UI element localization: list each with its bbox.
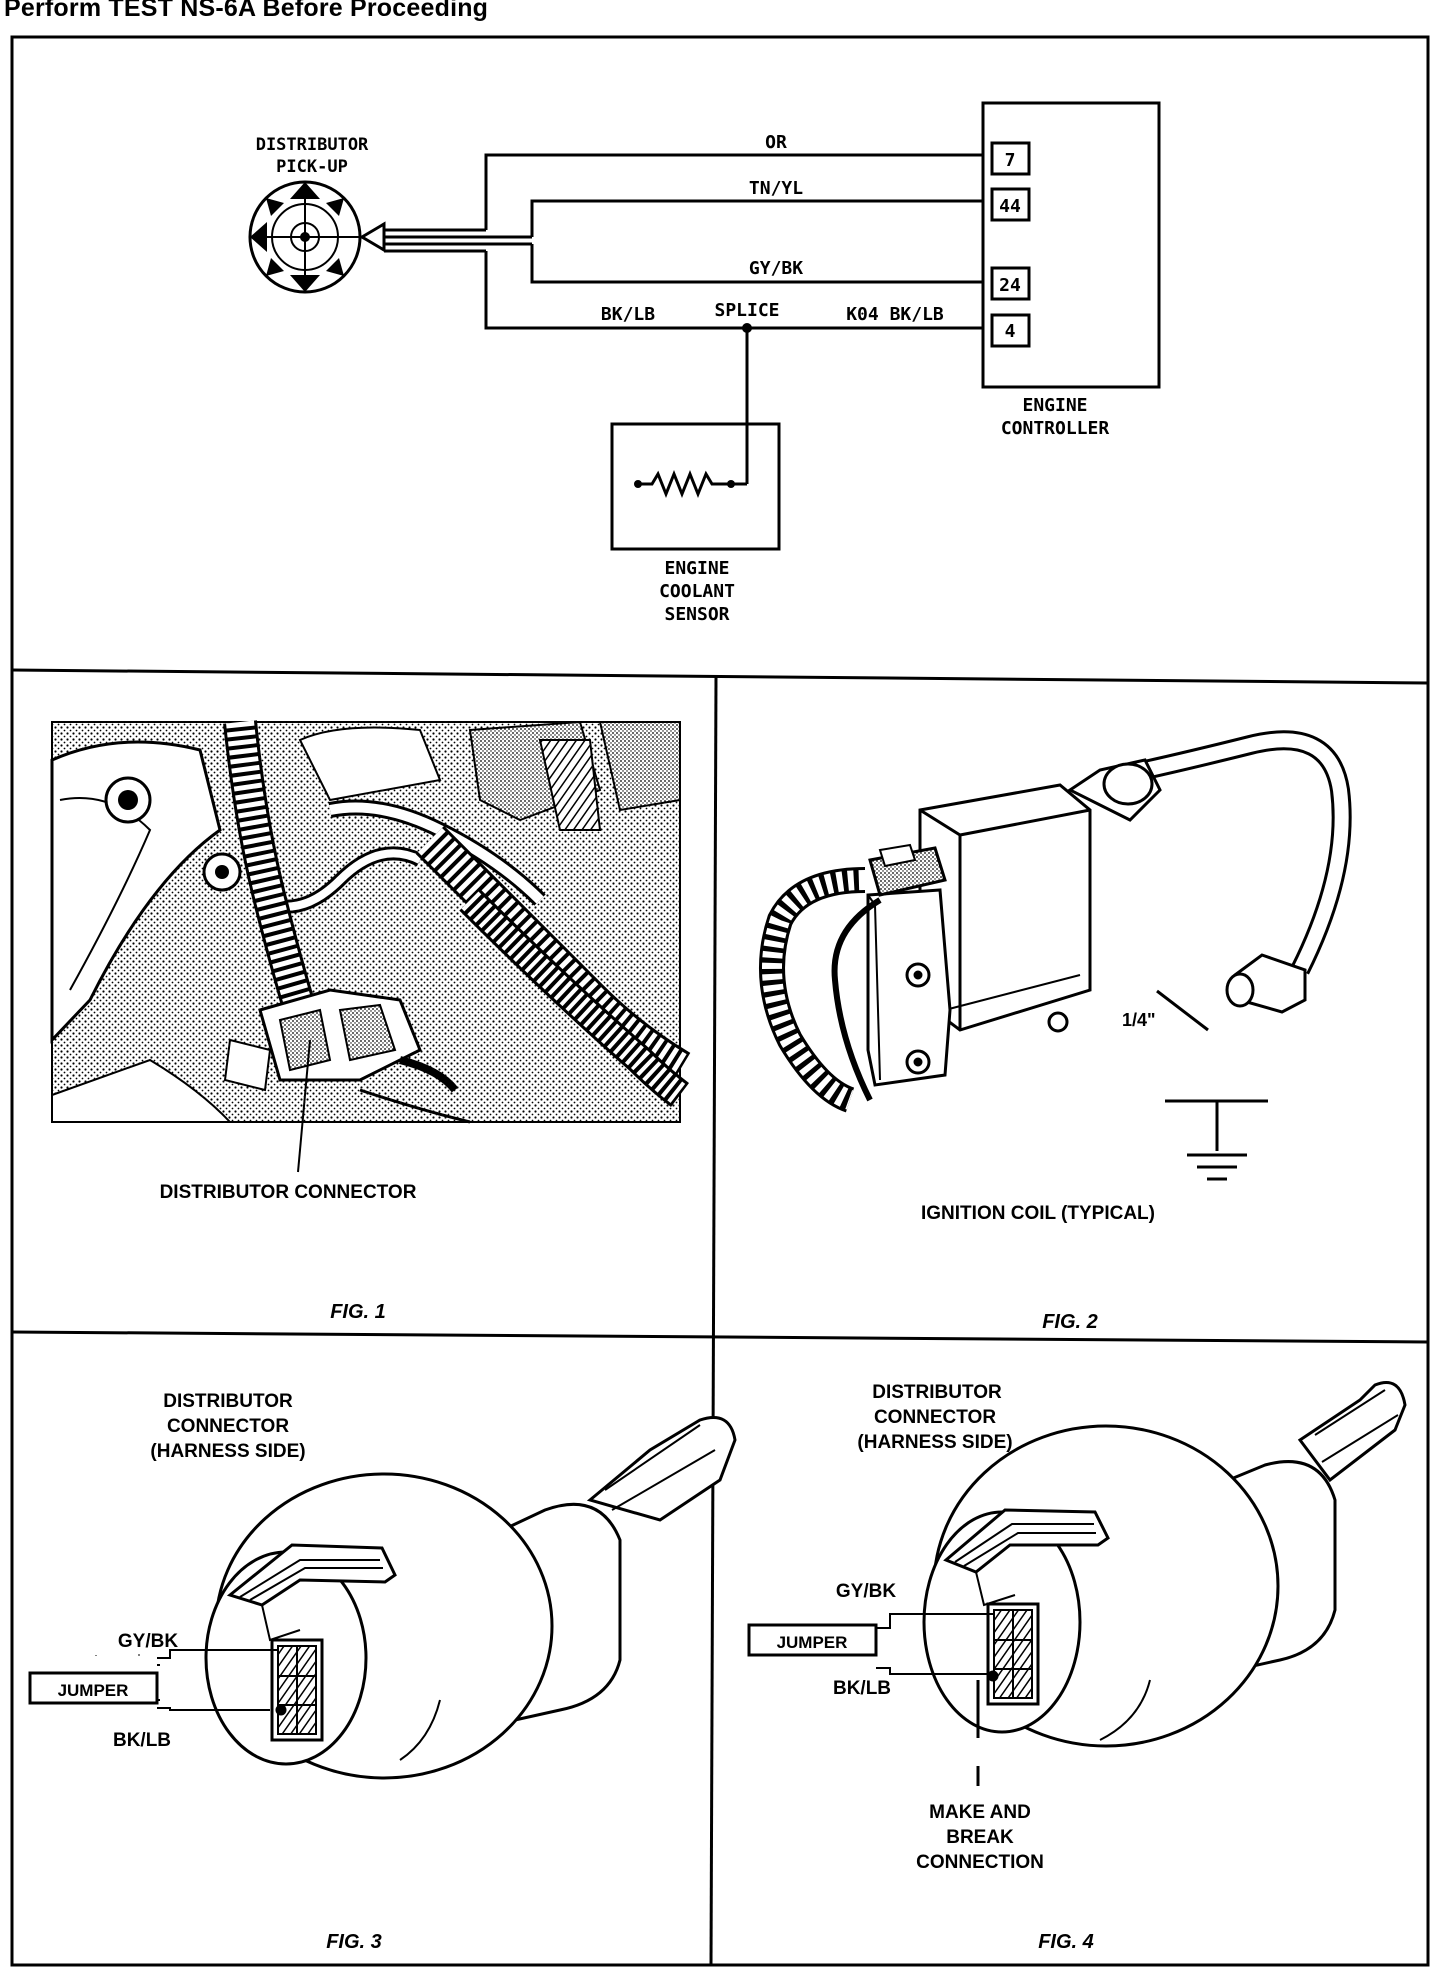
fig3-label-line2: CONNECTOR [167, 1416, 289, 1437]
fig1-title: FIG. 1 [330, 1301, 386, 1323]
fig4-make-break-line3: CONNECTION [916, 1852, 1044, 1873]
wire-label-bklb: BK/LB [601, 304, 655, 325]
distributor-label-line2: PICK-UP [276, 157, 348, 177]
fig4-make-break-line2: BREAK [946, 1827, 1014, 1848]
fig3-jumper-label: JUMPER [58, 1681, 129, 1700]
splice-node [742, 323, 752, 333]
fig1-engine-bay-illustration [50, 720, 691, 1173]
fig3-title: FIG. 3 [326, 1931, 382, 1953]
pin-44: 44 [999, 196, 1021, 217]
wire-label-tnyl: TN/YL [749, 178, 803, 199]
fig4-label-line3: (HARNESS SIDE) [857, 1432, 1012, 1453]
splice-label: SPLICE [714, 300, 779, 321]
coolant-sensor-box [610, 422, 781, 551]
fig3-label-line1: DISTRIBUTOR [163, 1391, 293, 1412]
fig4-label-line2: CONNECTOR [874, 1407, 996, 1428]
fig2-caption: IGNITION COIL (TYPICAL) [921, 1203, 1155, 1224]
sensor-label-line3: SENSOR [664, 604, 729, 625]
wire-label-or: OR [765, 132, 787, 153]
fig2-gap-label: 1/4" [1122, 1010, 1156, 1030]
distributor-pickup-symbol [248, 180, 386, 294]
pin-4: 4 [1005, 321, 1016, 342]
engine-controller-box [981, 101, 1161, 389]
fig1-caption: DISTRIBUTOR CONNECTOR [160, 1182, 417, 1203]
fig3-wire-top: GY/BK [118, 1631, 178, 1652]
sensor-label-line2: COOLANT [659, 581, 735, 602]
fig2-ignition-coil-illustration [759, 730, 1352, 1181]
pin-7: 7 [1005, 150, 1016, 171]
sensor-label-line1: ENGINE [664, 558, 729, 579]
fig3-label-line3: (HARNESS SIDE) [150, 1441, 305, 1462]
fig4-wire-top: GY/BK [836, 1581, 896, 1602]
wire-label-k04: K04 BK/LB [846, 304, 944, 325]
pin-24: 24 [999, 275, 1021, 296]
panel-borders [10, 35, 1430, 1967]
fig4-connector-illustration [747, 1381, 1407, 1786]
wire-label-gybk: GY/BK [749, 258, 803, 279]
wiring-schematic: DISTRIBUTOR PICK-UP OR TN/YL GY/BK BK/LB… [248, 101, 1161, 625]
fig4-title: FIG. 4 [1038, 1931, 1094, 1953]
fig4-label-line1: DISTRIBUTOR [872, 1382, 1002, 1403]
controller-label-line1: ENGINE [1022, 395, 1087, 416]
fig3-wire-bottom: BK/LB [113, 1730, 171, 1751]
fig4-jumper-label: JUMPER [777, 1633, 848, 1652]
distributor-label-line1: DISTRIBUTOR [256, 135, 369, 155]
fig4-make-break-line1: MAKE AND [929, 1802, 1031, 1823]
schematic-wires [384, 153, 987, 424]
fig4-wire-bottom: BK/LB [833, 1678, 891, 1699]
fig2-title: FIG. 2 [1042, 1311, 1098, 1333]
page-header: Perform TEST NS-6A Before Proceeding [4, 0, 489, 22]
controller-label-line2: CONTROLLER [1001, 418, 1110, 439]
fig3-connector-illustration [28, 1416, 737, 1780]
